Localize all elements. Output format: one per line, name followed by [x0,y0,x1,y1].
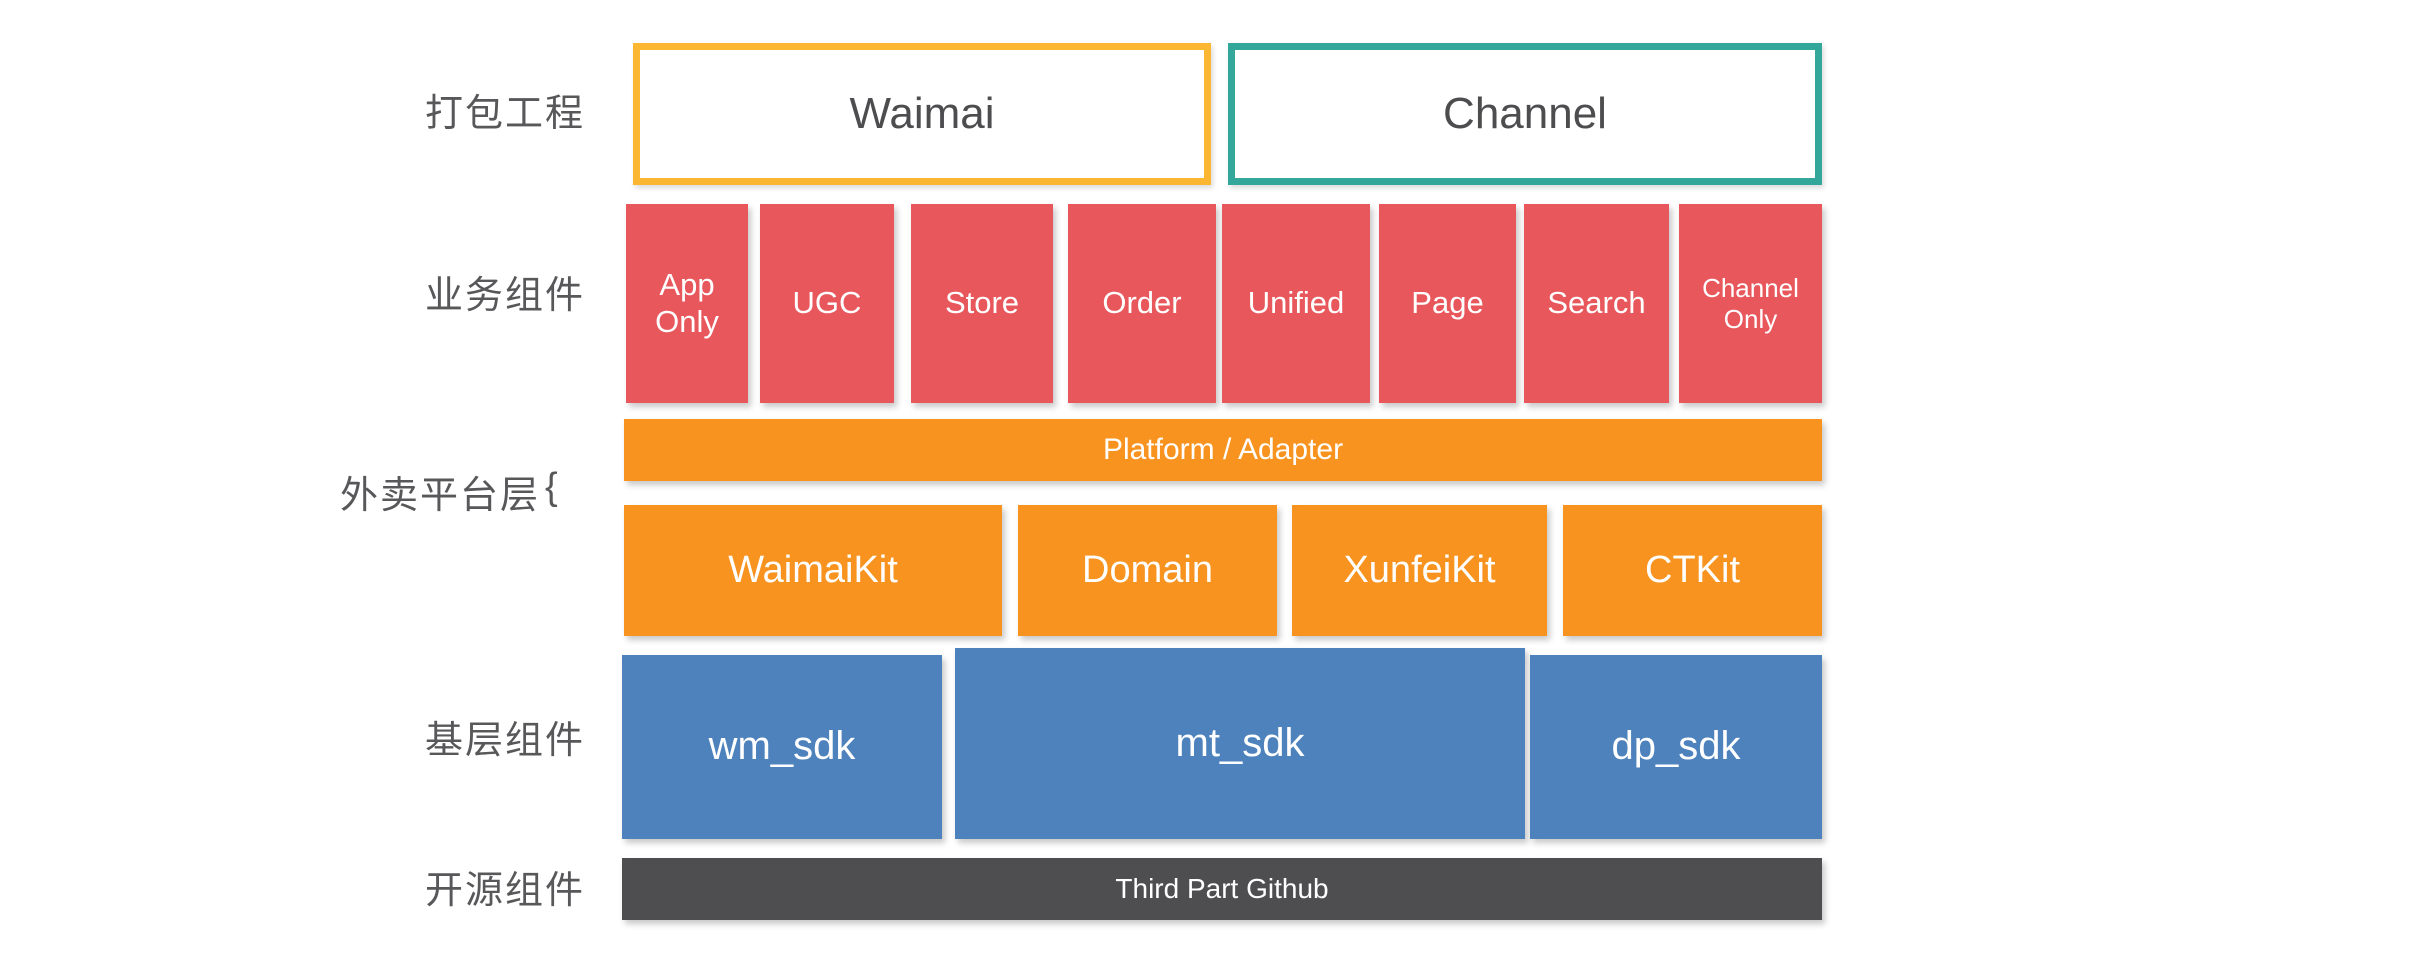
business-box-channel-only-line2: Only [1723,303,1778,334]
platform-kit-xunfeikit-label: XunfeiKit [1343,549,1496,592]
packaging-box-channel[interactable]: Channel [1228,43,1822,185]
base-sdk-wm[interactable]: wm_sdk [622,655,942,839]
platform-kit-xunfeikit[interactable]: XunfeiKit [1292,505,1547,636]
base-sdk-dp-label: dp_sdk [1611,724,1741,769]
opensource-bar-label: Third Part Github [1115,873,1329,905]
business-box-app-only[interactable]: App Only [626,204,748,403]
base-sdk-mt[interactable]: mt_sdk [955,648,1525,839]
platform-kit-waimaikit[interactable]: WaimaiKit [624,505,1002,636]
row-label-platform-brace: { [545,466,560,508]
packaging-box-channel-label: Channel [1443,89,1607,139]
platform-kit-waimaikit-label: WaimaiKit [728,549,898,592]
base-sdk-wm-label: wm_sdk [708,724,856,769]
business-box-search-label: Search [1547,285,1646,321]
packaging-box-waimai-label: Waimai [849,89,995,139]
business-box-unified[interactable]: Unified [1222,204,1370,403]
platform-kit-ctkit-label: CTKit [1645,549,1740,592]
platform-kit-ctkit[interactable]: CTKit [1563,505,1822,636]
row-label-platform: 外卖平台层 [339,475,540,517]
platform-adapter-bar[interactable]: Platform / Adapter [624,419,1822,481]
business-box-channel-only-line1: Channel [1702,272,1799,303]
row-label-base: 基层组件 [424,720,585,762]
business-box-ugc-label: UGC [792,285,862,321]
opensource-bar[interactable]: Third Part Github [622,858,1822,920]
business-box-search[interactable]: Search [1524,204,1669,403]
platform-kit-domain-label: Domain [1082,549,1213,592]
base-sdk-mt-label: mt_sdk [1175,720,1305,765]
row-label-packaging: 打包工程 [424,93,585,135]
row-label-opensource: 开源组件 [424,870,585,912]
business-box-channel-only[interactable]: Channel Only [1679,204,1822,403]
row-label-business: 业务组件 [424,275,585,317]
business-box-store[interactable]: Store [911,204,1053,403]
business-box-page-label: Page [1411,285,1484,321]
business-box-page[interactable]: Page [1379,204,1516,403]
business-box-store-label: Store [944,285,1020,321]
business-box-order-label: Order [1102,285,1182,321]
business-box-app-only-line1: App [659,266,715,302]
business-box-order[interactable]: Order [1068,204,1216,403]
platform-adapter-label: Platform / Adapter [1102,433,1344,467]
platform-kit-domain[interactable]: Domain [1018,505,1277,636]
business-box-ugc[interactable]: UGC [760,204,894,403]
packaging-box-waimai[interactable]: Waimai [633,43,1211,185]
business-box-unified-label: Unified [1247,285,1345,321]
base-sdk-dp[interactable]: dp_sdk [1530,655,1822,839]
business-box-app-only-line2: Only [655,303,719,339]
